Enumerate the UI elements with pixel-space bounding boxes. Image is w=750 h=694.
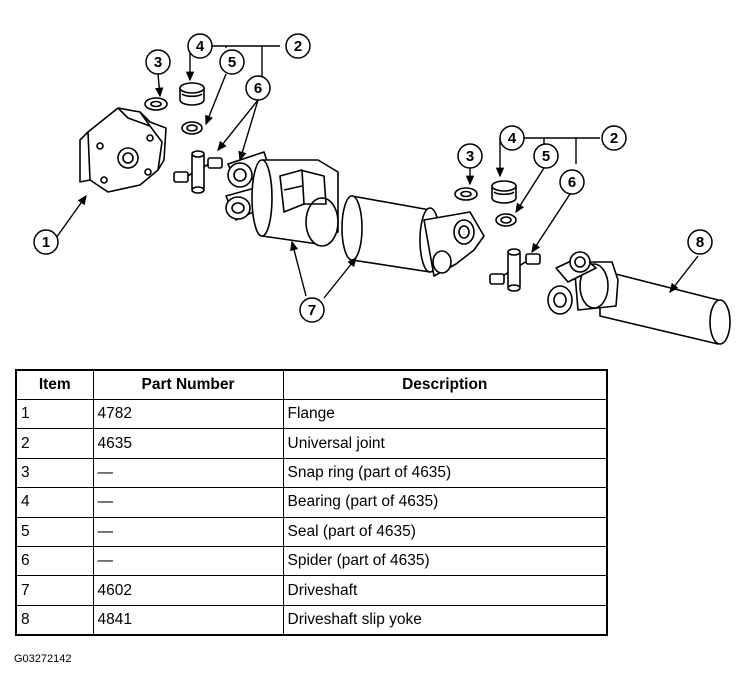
svg-text:6: 6: [568, 174, 576, 191]
cell-item: 8: [15, 604, 94, 636]
svg-text:5: 5: [542, 148, 550, 165]
figure-id-label: G03272142: [14, 653, 72, 665]
svg-text:5: 5: [228, 54, 236, 71]
table-row: 1 4782 Flange: [15, 398, 608, 430]
cell-description: Universal joint: [282, 428, 608, 459]
table-row: 4 — Bearing (part of 4635): [15, 487, 608, 518]
callout-5-left: 5: [219, 49, 245, 75]
flange-drawing: [79, 107, 167, 193]
right-bearing-drawing: [491, 180, 517, 204]
callout-5-right: 5: [533, 143, 559, 169]
cell-part-number: —: [92, 545, 284, 577]
callout-8: 8: [687, 229, 713, 255]
parts-table: Item Part Number Description 1 4782 Flan…: [15, 369, 608, 637]
svg-text:2: 2: [610, 130, 618, 147]
right-snap-ring-drawing: [454, 187, 478, 201]
callout-4-right: 4: [499, 125, 525, 151]
right-spider-drawing: [489, 248, 541, 292]
cell-description: Driveshaft slip yoke: [282, 604, 608, 636]
svg-text:6: 6: [254, 80, 262, 97]
callout-7: 7: [299, 297, 325, 323]
cell-description: Snap ring (part of 4635): [282, 457, 608, 489]
cell-part-number: —: [92, 457, 284, 489]
cell-description: Driveshaft: [282, 575, 608, 606]
header-item: Item: [15, 369, 94, 400]
table-row: 6 — Spider (part of 4635): [15, 545, 608, 577]
cell-description: Spider (part of 4635): [282, 545, 608, 577]
right-seal-drawing: [495, 213, 517, 227]
cell-item: 5: [15, 516, 94, 547]
svg-text:3: 3: [466, 148, 474, 165]
left-snap-ring-drawing: [144, 97, 168, 111]
svg-text:4: 4: [196, 38, 205, 55]
cell-item: 7: [15, 575, 94, 606]
left-bearing-drawing: [179, 82, 205, 106]
callout-2-right: 2: [601, 125, 627, 151]
driveshaft-main-tube-drawing: [341, 195, 485, 277]
callout-6-left: 6: [245, 75, 271, 101]
callout-3-left: 3: [145, 49, 171, 75]
cell-item: 3: [15, 457, 94, 489]
callout-4-left: 4: [187, 33, 213, 59]
svg-text:8: 8: [696, 234, 704, 251]
header-part-number: Part Number: [92, 369, 284, 400]
left-seal-drawing: [181, 121, 203, 135]
cell-item: 1: [15, 398, 94, 430]
cell-description: Flange: [282, 398, 608, 430]
cell-part-number: 4602: [92, 575, 284, 606]
header-description: Description: [282, 369, 608, 400]
callout-6-right: 6: [559, 169, 585, 195]
svg-text:7: 7: [308, 302, 316, 319]
cell-part-number: 4782: [92, 398, 284, 430]
cell-item: 2: [15, 428, 94, 459]
callout-2-left: 2: [285, 33, 311, 59]
slip-yoke-drawing: [547, 251, 731, 345]
cell-item: 6: [15, 545, 94, 577]
cell-part-number: 4841: [92, 604, 284, 636]
callout-1: 1: [33, 229, 59, 255]
cell-description: Seal (part of 4635): [282, 516, 608, 547]
svg-text:1: 1: [42, 234, 50, 251]
cell-part-number: —: [92, 516, 284, 547]
driveshaft-front-section-drawing: [225, 151, 339, 247]
table-row: 7 4602 Driveshaft: [15, 575, 608, 606]
svg-text:3: 3: [154, 54, 162, 71]
cell-item: 4: [15, 487, 94, 518]
callout-3-right: 3: [457, 143, 483, 169]
table-header-row: Item Part Number Description: [15, 369, 608, 400]
svg-text:4: 4: [508, 130, 517, 147]
svg-text:2: 2: [294, 38, 302, 55]
cell-part-number: —: [92, 487, 284, 518]
cell-description: Bearing (part of 4635): [282, 487, 608, 518]
driveshaft-exploded-diagram: 1 2 3 4 5 6 2 3 4 5 6 7: [33, 33, 731, 345]
cell-part-number: 4635: [92, 428, 284, 459]
table-row: 8 4841 Driveshaft slip yoke: [15, 604, 608, 636]
left-spider-drawing: [173, 150, 223, 194]
table-row: 5 — Seal (part of 4635): [15, 516, 608, 547]
table-row: 2 4635 Universal joint: [15, 428, 608, 459]
table-row: 3 — Snap ring (part of 4635): [15, 457, 608, 489]
